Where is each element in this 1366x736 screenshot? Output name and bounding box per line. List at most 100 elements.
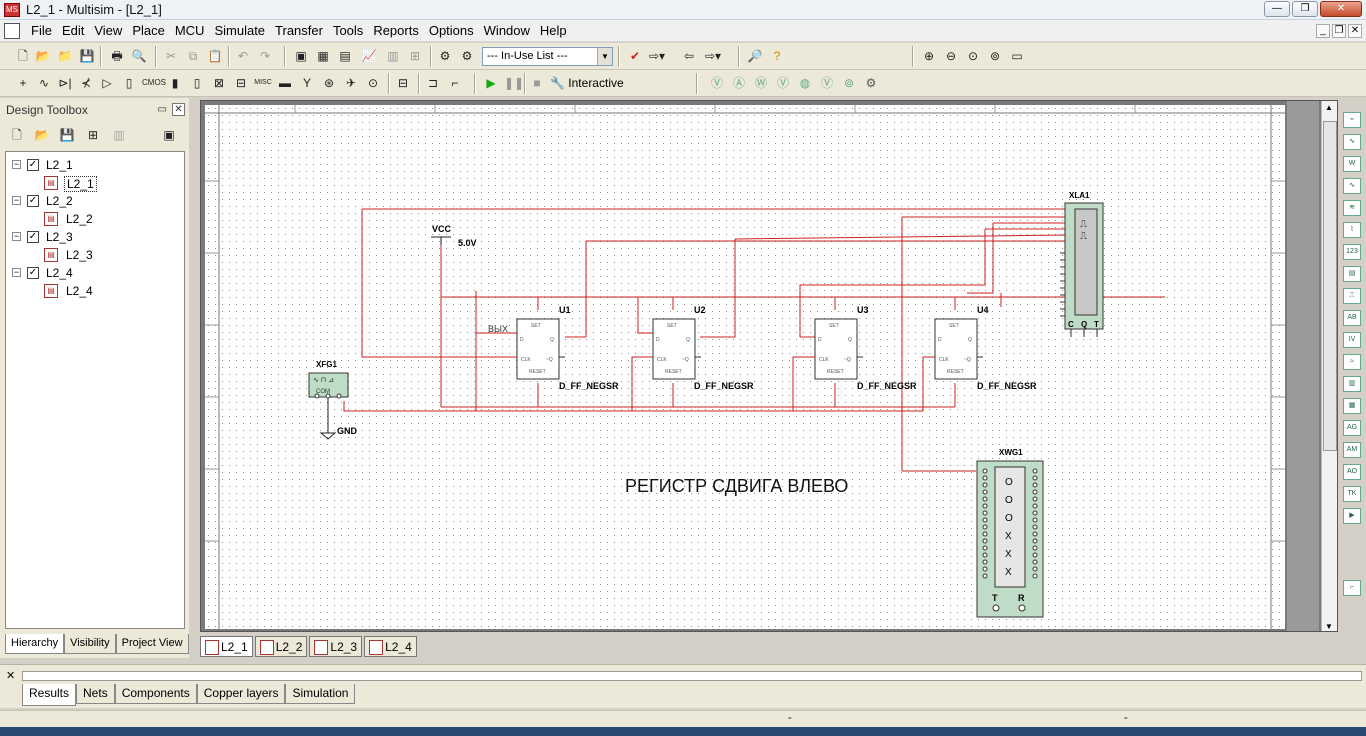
menu-simulate[interactable]: Simulate	[214, 22, 266, 38]
menu-mcu[interactable]: MCU	[174, 22, 205, 38]
probe-digital-icon[interactable]: Ⓥ	[820, 76, 833, 90]
tab-components[interactable]: Components	[114, 684, 197, 704]
chevron-down-icon[interactable]: ▼	[597, 48, 612, 65]
probe-differential-icon[interactable]: Ⓥ	[776, 76, 789, 90]
flipflop-u4[interactable]: U4 D_FF_NEGSR SET D CLK Q ~Q RESET	[934, 305, 1037, 391]
menu-edit[interactable]: Edit	[61, 22, 85, 38]
menu-place[interactable]: Place	[132, 22, 165, 38]
checkbox-icon[interactable]: ✓	[27, 231, 39, 243]
paste-icon[interactable]: 📋	[207, 49, 223, 63]
probe-voltage-icon[interactable]: Ⓥ	[710, 76, 723, 90]
source-icon[interactable]: +	[19, 76, 27, 90]
labview-icon[interactable]: ▶	[1343, 508, 1361, 524]
interactive-button[interactable]: 🔧 Interactive	[550, 76, 624, 90]
component-wizard-icon[interactable]: ⚙	[461, 49, 473, 63]
tree-node-l2-1[interactable]: − ✓ L2_1	[12, 158, 73, 172]
distortion-analyzer-icon[interactable]: ≈	[1343, 354, 1361, 370]
checkbox-icon[interactable]: ✓	[27, 159, 39, 171]
close-icon[interactable]: ✕	[6, 670, 16, 682]
checkbox-icon[interactable]: ✓	[27, 267, 39, 279]
scroll-thumb[interactable]	[1323, 121, 1337, 451]
open-design-icon[interactable]: 📂	[34, 128, 50, 142]
save-icon[interactable]: 💾	[79, 49, 95, 63]
tab-results[interactable]: Results	[22, 684, 77, 706]
function-generator-icon[interactable]: ∿	[1343, 134, 1361, 150]
advanced-peripherals-icon[interactable]: ▬	[279, 76, 291, 90]
print-icon[interactable]: 🖶	[111, 49, 123, 63]
project-icon[interactable]: ▣	[163, 128, 175, 142]
toggle-toolbox-icon[interactable]: ▣	[295, 49, 307, 63]
postprocessor-icon[interactable]: ▥	[387, 49, 399, 63]
logic-analyzer-icon[interactable]: ⎍	[1343, 288, 1361, 304]
tab-simulation[interactable]: Simulation	[285, 684, 356, 704]
find-icon[interactable]: 🔎	[747, 49, 763, 63]
probe-icon[interactable]: ⊙	[367, 76, 379, 90]
spectrum-analyzer-icon[interactable]: ▥	[1343, 376, 1361, 392]
basic-icon[interactable]: ∿	[38, 76, 50, 90]
analog-icon[interactable]: ▷	[102, 76, 112, 90]
checkbox-icon[interactable]: ✓	[27, 195, 39, 207]
run-icon[interactable]: ▶	[486, 76, 496, 90]
menu-reports[interactable]: Reports	[373, 22, 419, 38]
collapse-icon[interactable]: −	[12, 159, 21, 169]
new-sheet-icon[interactable]: 🗋	[12, 128, 22, 142]
tree-node-l2-3[interactable]: − ✓ L2_3	[12, 230, 73, 244]
agilent-multimeter-icon[interactable]: AM	[1343, 442, 1361, 458]
iv-analyzer-icon[interactable]: IV	[1343, 332, 1361, 348]
open-sample-icon[interactable]: 📁	[57, 49, 73, 63]
sheet-tab-l2-1[interactable]: L2_1	[200, 636, 253, 657]
document-icon[interactable]	[4, 22, 20, 39]
zoom-fit-icon[interactable]: ⊚	[989, 49, 1001, 63]
minimize-button[interactable]: —	[1264, 1, 1290, 17]
word-generator-xwg1[interactable]: XWG1 O O O X X X T R	[976, 448, 1044, 618]
sheet-tab-l2-3[interactable]: L2_3	[309, 636, 363, 657]
doc-minimize-button[interactable]: _	[1316, 24, 1330, 38]
tree-child-l2-3[interactable]: ▤ L2_3	[6, 246, 184, 264]
tree-child-l2-4[interactable]: ▤ L2_4	[6, 282, 184, 300]
redo-icon[interactable]: ↷	[259, 49, 271, 63]
diode-icon[interactable]: ⊳|	[58, 76, 72, 90]
bus-icon[interactable]: ⊐	[427, 76, 439, 90]
network-analyzer-icon[interactable]: ▦	[1343, 398, 1361, 414]
flipflop-u3[interactable]: U3 D_FF_NEGSR SET D CLK Q ~Q RESET	[814, 305, 917, 391]
database-icon[interactable]: ▤	[339, 49, 351, 63]
tree-node-l2-4[interactable]: − ✓ L2_4	[12, 266, 73, 280]
doc-close-button[interactable]: ✕	[1348, 24, 1362, 38]
current-probe-icon[interactable]: ⌐	[1343, 580, 1361, 596]
power-icon[interactable]: ⊟	[235, 76, 247, 90]
collapse-icon[interactable]: −	[12, 231, 21, 241]
menu-tools[interactable]: Tools	[332, 22, 364, 38]
help-icon[interactable]: ?	[773, 49, 781, 63]
create-component-icon[interactable]: ⚙	[439, 49, 451, 63]
tree-node-l2-2[interactable]: − ✓ L2_2	[12, 194, 73, 208]
pin-icon[interactable]: ▭	[157, 104, 167, 115]
menu-transfer[interactable]: Transfer	[275, 22, 323, 38]
misc-icon[interactable]: MISC	[254, 79, 272, 86]
multimeter-icon[interactable]: ⌁	[1343, 112, 1361, 128]
save-design-icon[interactable]: 💾	[59, 128, 75, 142]
cut-icon[interactable]: ✂	[165, 49, 177, 63]
hierarchical-block-icon[interactable]: ⊟	[397, 76, 409, 90]
tab-nets[interactable]: Nets	[76, 684, 115, 704]
scroll-down-icon[interactable]: ▼	[1325, 622, 1333, 631]
wattmeter-icon[interactable]: W	[1343, 156, 1361, 172]
transfer-icon[interactable]: ⇨▾	[704, 49, 722, 63]
menu-file[interactable]: File	[31, 22, 52, 38]
tektronix-oscilloscope-icon[interactable]: TK	[1343, 486, 1361, 502]
rf-icon[interactable]: Y	[302, 76, 311, 90]
tab-visibility[interactable]: Visibility	[64, 634, 116, 654]
collapse-icon[interactable]: −	[12, 195, 21, 205]
agilent-oscilloscope-icon[interactable]: AO	[1343, 464, 1361, 480]
forward-annotate-icon[interactable]: ⇦	[683, 49, 695, 63]
menu-window[interactable]: Window	[483, 22, 530, 38]
menu-view[interactable]: View	[94, 22, 123, 38]
menu-help[interactable]: Help	[539, 22, 567, 38]
delete-sheet-icon[interactable]: ▥	[113, 128, 125, 142]
undo-icon[interactable]: ↶	[237, 49, 249, 63]
restore-button[interactable]: ❐	[1292, 1, 1318, 17]
tree-child-l2-2[interactable]: ▤ L2_2	[6, 210, 184, 228]
collapse-icon[interactable]: −	[12, 267, 21, 277]
tab-project-view[interactable]: Project View	[115, 634, 189, 654]
new-file-icon[interactable]: 🗋	[18, 49, 28, 63]
zoom-out-icon[interactable]: ⊖	[945, 49, 957, 63]
